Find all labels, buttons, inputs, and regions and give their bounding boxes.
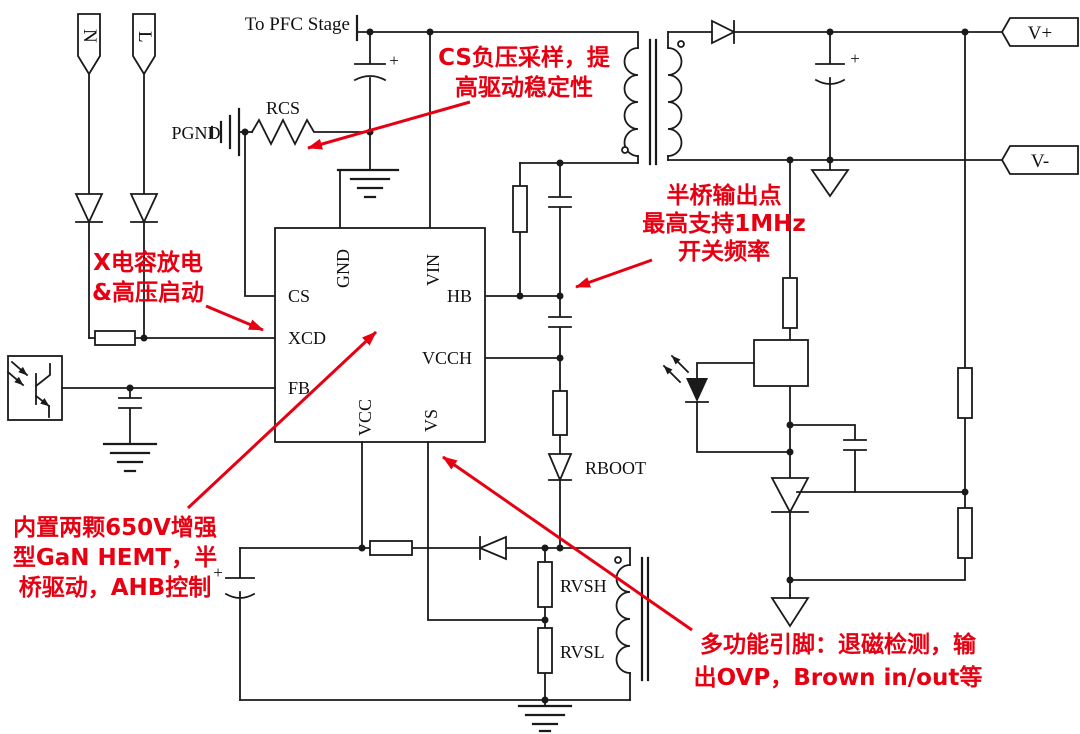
annotation-cs-arrow <box>307 100 471 150</box>
aux-transformer <box>614 547 650 701</box>
rcs-resistor: RCS <box>250 98 371 147</box>
annotation-gan-line1: 内置两颗650V增强 <box>13 514 217 541</box>
annotation-cs-line2: 高驱动稳定性 <box>455 74 593 101</box>
annotation-xcd-arrow <box>205 304 264 332</box>
primary-phase-dot <box>621 146 629 154</box>
ic-pin-gnd: GND <box>333 249 353 288</box>
light-arrow <box>6 370 25 387</box>
fb-ground <box>102 442 158 473</box>
annotation-hb-line1: 半桥输出点 <box>667 182 782 209</box>
ic-pin-cs: CS <box>288 286 310 306</box>
annotation-xcd: X电容放电 &高压启动 <box>92 249 264 332</box>
top-rail <box>356 31 639 49</box>
cs-sense-wire <box>244 131 276 297</box>
led-emission-arrow <box>670 354 690 374</box>
aux-phase-dot <box>614 556 622 564</box>
optocoupler-receiver <box>6 355 63 421</box>
comp-cap <box>789 424 867 493</box>
rvsh-resistor <box>537 561 553 608</box>
l-terminal: L <box>132 13 156 76</box>
bootstrap-resistor <box>552 390 568 436</box>
bootstrap-cap <box>548 295 572 359</box>
secondary-ground <box>810 159 850 198</box>
n-terminal: N <box>77 13 101 76</box>
annotation-gan-arrow <box>186 330 378 510</box>
ic-pin-hb: HB <box>447 286 472 306</box>
rboot-label: RBOOT <box>585 458 646 478</box>
output-cap-plus: + <box>850 49 860 68</box>
annotation-vs-line2: 出OVP，Brown in/out等 <box>694 664 983 691</box>
ic-pin-vcc: VCC <box>355 399 375 436</box>
rcs-label: RCS <box>266 98 300 118</box>
primary-ground <box>336 131 400 199</box>
fb-column-right <box>789 31 966 581</box>
main-ic: CS XCD FB HB VCCH GND VIN VCC VS <box>274 227 486 443</box>
input-wires <box>88 74 145 339</box>
aux-ground <box>517 699 573 733</box>
n-terminal-label: N <box>79 29 100 43</box>
n-diode <box>74 193 104 225</box>
light-arrow <box>10 360 29 377</box>
annotation-xcd-line2: &高压启动 <box>92 279 204 306</box>
snubber-resistor <box>512 185 528 233</box>
output-cap: + <box>814 31 860 161</box>
rvsl-resistor <box>537 627 553 674</box>
ic-pin-vcch: VCCH <box>422 348 472 368</box>
fb-upper-resistor <box>782 277 798 329</box>
vs-pin-wire <box>427 441 546 621</box>
annotation-vs: 多功能引脚：退磁检测，输 出OVP，Brown in/out等 <box>442 455 983 691</box>
l-terminal-label: L <box>134 31 155 43</box>
annotation-gan-line2: 型GaN HEMT，半 <box>13 545 217 571</box>
annotation-gan: 内置两颗650V增强 型GaN HEMT，半 桥驱动，AHB控制 <box>13 330 378 601</box>
vminus-label: V- <box>1031 151 1049 172</box>
annotation-gan-line3: 桥驱动，AHB控制 <box>19 574 212 601</box>
rvsl-label: RVSL <box>560 642 605 662</box>
vminus-terminal: V- <box>1000 145 1079 175</box>
annotation-vs-arrow <box>442 455 693 632</box>
bulk-cap-plus: + <box>389 51 399 70</box>
ic-pin-vs: VS <box>421 409 441 432</box>
secondary-phase-dot <box>677 40 685 48</box>
main-transformer <box>621 31 685 166</box>
vcc-rail-resistor <box>369 540 413 556</box>
annotation-cs-line1: CS负压采样，提 <box>438 44 611 71</box>
pgnd-label: PGND <box>171 123 220 143</box>
annotation-cs: CS负压采样，提 高驱动稳定性 <box>307 44 611 150</box>
bulk-cap: + <box>353 31 399 133</box>
ic-pin-xcd: XCD <box>288 328 326 348</box>
rboot-diode: RBOOT <box>547 453 646 549</box>
snubber-cap <box>548 162 572 297</box>
ic-pin-vin: VIN <box>423 254 443 286</box>
annotation-hb: 半桥输出点 最高支持1MHz 开关频率 <box>575 182 806 289</box>
xcd-resistor <box>94 330 136 346</box>
annotation-vs-line1: 多功能引脚：退磁检测，输 <box>700 631 977 658</box>
ic-pin-fb: FB <box>288 378 310 398</box>
vcc-diode <box>477 535 507 561</box>
annotation-hb-line2: 最高支持1MHz <box>642 210 806 237</box>
vplus-label: V+ <box>1028 23 1052 44</box>
vcc-cap: + <box>213 547 256 701</box>
output-rectifier-diode <box>711 19 737 45</box>
l-diode <box>129 193 159 225</box>
divider-lower-resistor <box>957 507 973 559</box>
fb-filter-cap <box>118 387 142 445</box>
annotation-hb-arrow <box>575 258 653 289</box>
fb-component-box <box>753 339 809 387</box>
led-emission-arrow <box>662 364 682 384</box>
opto-led <box>662 354 791 453</box>
annotation-hb-line3: 开关频率 <box>678 238 770 265</box>
to-pfc-label: To PFC Stage <box>245 14 350 35</box>
rvsh-label: RVSH <box>560 576 607 596</box>
annotation-xcd-line1: X电容放电 <box>93 249 203 276</box>
vcc-cap-plus: + <box>213 563 223 582</box>
shunt-ground <box>770 594 810 628</box>
divider-upper-resistor <box>957 367 973 419</box>
vplus-terminal: V+ <box>1000 17 1079 47</box>
shunt-regulator <box>770 477 810 514</box>
